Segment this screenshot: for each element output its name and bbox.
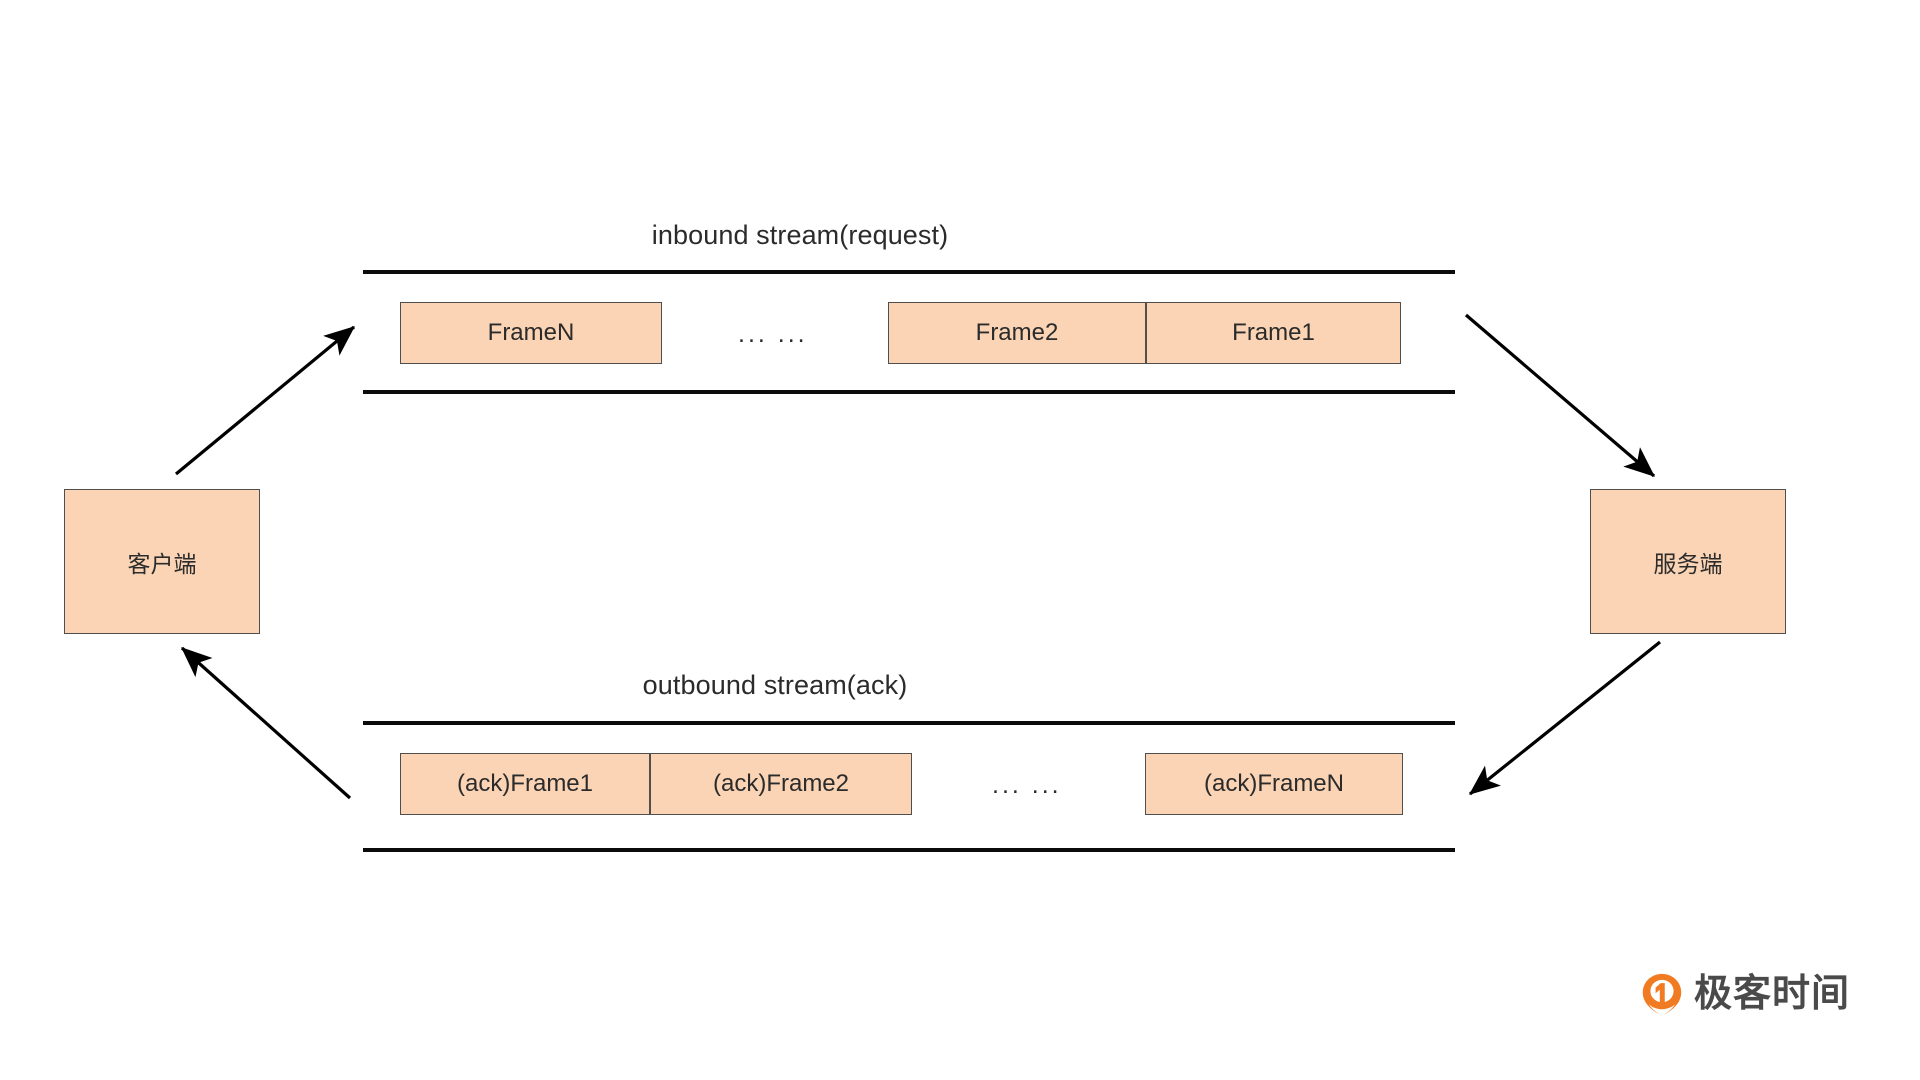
arrow-server-to-outbound — [1469, 640, 1661, 796]
inbound-gap-ellipsis: ... ... — [738, 320, 808, 348]
client-node[interactable]: 客户端 — [64, 489, 260, 634]
outbound-stream-bottom-rail — [363, 848, 1455, 852]
outbound-gap-ellipsis: ... ... — [992, 771, 1062, 799]
geektime-logo-text: 极客时间 — [1694, 973, 1851, 1015]
outbound-stream-title: outbound stream(ack) — [642, 670, 908, 700]
server-node[interactable]: 服务端 — [1590, 489, 1786, 634]
inbound-frame-1[interactable]: Frame1 — [1146, 302, 1401, 364]
outbound-ack-frame-n[interactable]: (ack)FrameN — [1145, 753, 1403, 815]
inbound-frame-n[interactable]: FrameN — [400, 302, 662, 364]
inbound-stream-title: inbound stream(request) — [651, 220, 949, 250]
inbound-stream-bottom-rail — [363, 390, 1455, 394]
arrow-inbound-to-server — [1464, 313, 1656, 478]
arrow-client-to-inbound — [174, 325, 356, 476]
outbound-ack-frame-2[interactable]: (ack)Frame2 — [650, 753, 912, 815]
inbound-frame-2[interactable]: Frame2 — [888, 302, 1146, 364]
inbound-stream-top-rail — [363, 270, 1455, 274]
outbound-ack-frame-1[interactable]: (ack)Frame1 — [400, 753, 650, 815]
geektime-logo-icon — [1642, 973, 1682, 1015]
geektime-logo: 极客时间 — [1640, 972, 1850, 1016]
outbound-stream-top-rail — [363, 721, 1455, 725]
